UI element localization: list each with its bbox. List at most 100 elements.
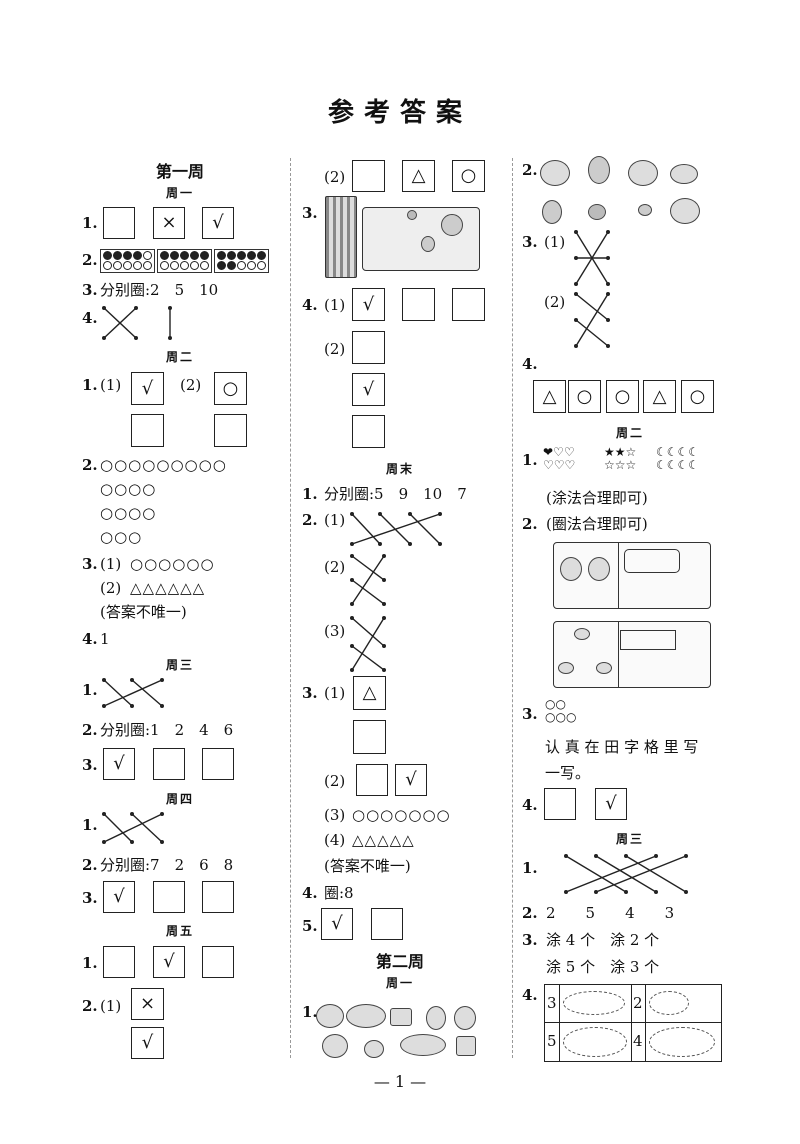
triangle-row: △△△△△: [352, 831, 415, 849]
answer-text: 分别圈:7 2 6 8: [100, 856, 234, 874]
q-number: 4.: [522, 986, 538, 1004]
column-divider: [512, 158, 513, 1058]
answer-box: △: [402, 160, 435, 192]
q-number: 3.: [302, 204, 318, 222]
q-number: 2.: [82, 856, 98, 874]
week-2-heading: 第二周: [375, 952, 424, 971]
answer-box: √: [103, 881, 135, 913]
q-number: 2.: [82, 721, 98, 739]
table-cell: 3: [547, 994, 557, 1012]
day-heading-wed: 周三: [615, 832, 644, 846]
answer-box: [544, 788, 576, 820]
circle-row: ○○: [545, 697, 566, 711]
answer-box: √: [352, 373, 385, 406]
part-label: (2): [324, 168, 346, 186]
day-heading-tue: 周二: [615, 426, 644, 440]
q-number: 4.: [302, 884, 318, 902]
answer-box: ×: [153, 207, 185, 239]
note-text: (答案不唯一): [100, 603, 187, 621]
answer-text: 1: [100, 630, 110, 648]
answer-box: ○: [214, 372, 247, 405]
answer-box: ○: [452, 160, 485, 192]
q-number: 3.: [302, 684, 318, 702]
week-1-heading: 第一周: [155, 162, 204, 181]
day-heading-mon: 周一: [165, 186, 194, 200]
part-label: (1): [324, 684, 346, 702]
q-number: 1.: [82, 214, 98, 232]
answer-text: 分别圈:5 9 10 7: [324, 485, 467, 503]
q-number: 3.: [522, 705, 538, 723]
q-number: 2.: [82, 997, 98, 1015]
q-number: 3.: [522, 233, 538, 251]
bead-frame: [157, 249, 212, 273]
instruction-text: 一写。: [545, 764, 591, 782]
column-divider: [290, 158, 291, 1058]
answer-box: [356, 764, 388, 796]
panda-bamboo-picture: [553, 542, 711, 609]
answer-box: [371, 908, 403, 940]
answer-box: √: [395, 764, 427, 796]
circle-row: ○○○○○○: [130, 555, 215, 573]
answer-box: [352, 331, 385, 364]
answer-box: [131, 414, 164, 447]
bead-frame: [214, 249, 269, 273]
answer-box: √: [131, 372, 164, 405]
q-number: 3.: [82, 756, 98, 774]
stars-group: ★★☆ ☆☆☆: [604, 445, 637, 472]
answer-box: ○: [606, 380, 639, 413]
part-label: (2): [544, 293, 566, 311]
note-text: (圈法合理即可): [546, 515, 648, 533]
answer-box: △: [353, 676, 386, 710]
fence-illustration: [325, 196, 357, 278]
answer-box: [202, 946, 234, 978]
fish-picture: [553, 621, 711, 688]
q-number: 3.: [82, 555, 98, 573]
q-number: 1.: [82, 681, 98, 699]
answer-box: [153, 881, 185, 913]
part-label: (2): [324, 340, 346, 358]
q-number: 2.: [522, 904, 538, 922]
answer-text: 涂 5 个 涂 3 个: [546, 958, 660, 976]
part-label: (1): [100, 555, 122, 573]
part-label: (1): [100, 376, 122, 394]
q-number: 1.: [82, 954, 98, 972]
part-label: (2): [324, 558, 346, 576]
answer-text: 分别圈:1 2 4 6: [100, 721, 234, 739]
q-number: 3.: [82, 889, 98, 907]
answer-box: ○: [568, 380, 601, 413]
answer-box: √: [131, 1027, 164, 1059]
answer-box: [352, 415, 385, 448]
circle-row: ○○○○○○○○○: [100, 456, 227, 474]
q-number: 1.: [82, 376, 98, 394]
part-label: (4): [324, 831, 346, 849]
answer-box: √: [595, 788, 627, 820]
circle-row: ○○○: [545, 710, 577, 724]
q-number: 4.: [522, 355, 538, 373]
q-number: 5.: [302, 917, 318, 935]
day-heading-tue: 周二: [165, 350, 194, 364]
page-number: — 1 —: [373, 1072, 427, 1091]
part-label: (1): [324, 296, 346, 314]
answer-text: 2 5 4 3: [546, 904, 675, 922]
q-number: 2.: [82, 251, 98, 269]
table-cell: 2: [633, 994, 643, 1012]
answer-box: [202, 881, 234, 913]
answer-box: [214, 414, 247, 447]
circle-row: ○○○○: [100, 504, 157, 522]
q-number: 3.: [522, 931, 538, 949]
q-number: 3.: [82, 281, 98, 299]
answer-box: [352, 160, 385, 192]
q-number: 2.: [302, 511, 318, 529]
bead-frame: [100, 249, 155, 273]
answer-box: [402, 288, 435, 321]
page-title: 参考答案: [327, 98, 472, 128]
day-heading-wed: 周三: [165, 658, 194, 672]
q-number: 2.: [522, 515, 538, 533]
table-cell: 4: [633, 1032, 643, 1050]
part-label: (3): [324, 806, 346, 824]
